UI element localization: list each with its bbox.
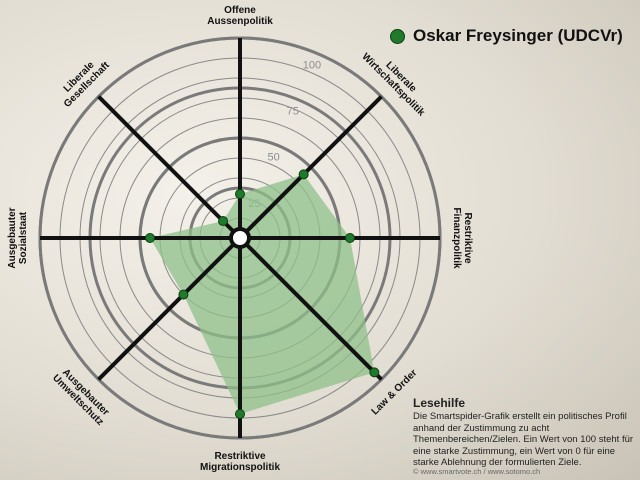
- spoke-5: [97, 236, 242, 381]
- axis-label-4-line-1: Migrationspolitik: [200, 462, 280, 473]
- data-point-2: [345, 233, 355, 243]
- data-point-4: [235, 409, 245, 419]
- data-point-6: [145, 233, 155, 243]
- axis-label-6-line-0: Ausgebauter: [7, 207, 18, 268]
- spoke-7: [97, 95, 242, 240]
- copyright-notice: © www.smartvote.ch / www.sotomo.ch: [413, 467, 541, 476]
- data-point-1: [298, 169, 309, 180]
- center-hub: [229, 227, 251, 249]
- axis-label-4-line-0: Restriktive: [214, 451, 266, 462]
- axis-label-6-line-1: Sozialstaat: [18, 211, 29, 264]
- spoke-3: [238, 236, 383, 381]
- axis-label-2-line-1: Finanzpolitik: [451, 207, 462, 269]
- reading-help: Lesehilfe Die Smartspider-Grafik erstell…: [413, 396, 638, 469]
- data-point-3: [369, 367, 380, 378]
- reading-help-title: Lesehilfe: [413, 396, 466, 410]
- profile-area-group: [150, 174, 375, 414]
- spoke-group: [40, 38, 440, 438]
- profile-area: [150, 174, 375, 414]
- data-point-group: [145, 169, 380, 419]
- tick-label-75: 75: [287, 106, 299, 118]
- axis-label-2-line-0: Restriktive: [462, 212, 473, 264]
- data-point-7: [218, 216, 229, 227]
- axis-label-0-line-1: Aussenpolitik: [207, 16, 273, 27]
- tick-label-50: 50: [268, 152, 280, 164]
- legend: Oskar Freysinger (UDCVr): [390, 26, 623, 46]
- spoke-1: [238, 95, 383, 240]
- legend-marker: [390, 28, 405, 44]
- data-point-0: [235, 189, 245, 199]
- legend-series-name: Oskar Freysinger (UDCVr): [413, 26, 623, 45]
- center-group: [229, 227, 251, 249]
- data-point-5: [178, 289, 189, 300]
- axis-label-0-line-0: Offene: [224, 5, 256, 16]
- tick-label-100: 100: [303, 59, 321, 71]
- reading-help-text: Die Smartspider-Grafik erstellt ein poli…: [413, 411, 634, 468]
